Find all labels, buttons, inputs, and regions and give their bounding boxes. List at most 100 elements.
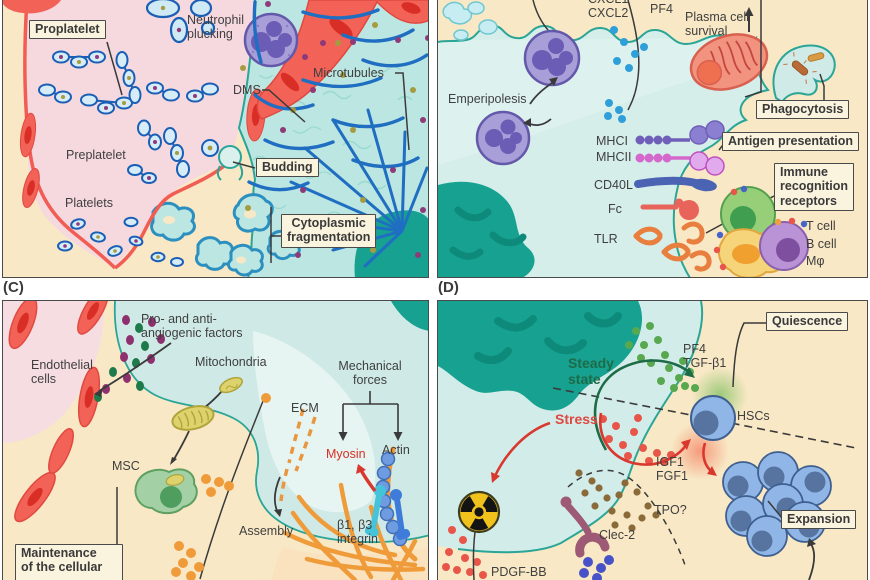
platelets [57,216,184,267]
endothelial-cells-label: Endothelial cells [31,358,93,387]
assembly-label: Assembly [239,524,294,538]
mechanical-forces-label: Mechanical forces [338,359,402,388]
microtubules-label: Microtubules [313,66,384,80]
mechanical-forces-bracket [338,391,403,441]
igf1-fgf1-label: IGF1 FGF1 [656,455,688,484]
cell-types-label: T cell B cell Mφ [806,219,837,268]
nucleus-marks [449,206,527,260]
angiogenic-factor-dots [94,315,165,402]
panel-letter-c: (C) [3,279,24,296]
cytoplasmic-fragmentation-label: Cytoplasmic fragmentation [281,214,377,248]
pointer-lines [106,41,410,263]
integrin-icon [364,485,411,540]
tlr-label: TLR [594,232,618,246]
orange-factor-dots [171,393,271,580]
cd40l-receptor-icon [634,176,717,192]
cxcl-label: CXCL1 CXCL2 [588,0,629,21]
clec2-label: Clec-2 [599,528,636,542]
mitochondria-label: Mitochondria [195,355,267,369]
plasma-cell-survival-label: Plasma cell survival [685,10,749,39]
cd40l-label: CD40L [594,178,633,192]
panel-platelet-production: Proplatelet Neutrophil plucking Microtub… [2,0,429,278]
dms-label: DMS [233,83,261,97]
budding-label: Budding [256,158,319,178]
endothelial-cells [8,301,109,523]
steady-state-label: Steady state [568,355,614,387]
panel-c-illustration [3,301,428,580]
immune-recognition-label: Immune recognition receptors [774,163,855,211]
emperipolesis-label: Emperipolesis [448,92,527,106]
pf4-label: PF4 [650,2,673,16]
myosin-label: Myosin [326,447,366,461]
tlr-receptor-icon [633,221,712,272]
platelet-granules [63,222,160,259]
maintenance-label: Maintenance of the cellular [15,544,123,580]
phagocytosis-cup [772,44,836,104]
stress-label: Stress [555,411,598,427]
quiescence-label: Quiescence [766,312,849,332]
vessel-wall-top [256,0,428,120]
panel-a-illustration [3,0,428,277]
emperipolesis-arrows [523,77,558,127]
phagocytosis-label: Phagocytosis [756,100,850,120]
granules [240,1,428,258]
mhcii-label: MHCII [596,150,632,164]
expansion-label: Expansion [781,510,857,530]
radiation-hazard-icon [457,490,501,534]
cytoplasmic-fragments [150,193,301,277]
integrin-label: β1, β3 integrin [337,518,378,547]
proplatelet-label: Proplatelet [29,20,106,40]
stress-to-radiation-arrow [491,421,551,483]
preplatelet-label: Preplatelet [66,148,126,162]
fc-receptor-icon [640,198,699,220]
proplatelets [38,50,219,184]
marrow-space-top [438,0,756,44]
msc-cell-icon [134,468,198,515]
ecm-fibers [279,408,317,502]
cytokine-dots [604,26,648,123]
survival-up-arrow-icon [744,7,754,32]
dashed-tpo-path [567,469,686,566]
pointer-lines [732,322,783,519]
clec2-receptor-icon [560,496,614,580]
antigen-presentation-label: Antigen presentation [722,132,860,152]
msc-label: MSC [112,459,140,473]
microtubules-strokes [247,0,428,192]
fc-label: Fc [608,202,622,216]
ecm-label: ECM [291,401,319,415]
stress-arrow [598,412,691,466]
panel-hsc-regulation: Steady state Stress PF4 TGF-β1 Quiescenc… [437,300,868,580]
mhci-receptor-icon [635,120,725,145]
mhcii-receptor-icon [635,151,725,176]
mitochondria-icon [171,376,243,431]
mhci-label: MHCI [596,134,628,148]
tpo-label: TPO? [654,503,687,517]
panel-letter-d: (D) [438,279,459,296]
panel-niche-support: Pro- and anti- angiogenic factors Endoth… [2,300,429,580]
stress-dots [442,414,675,579]
pdgf-bb-label: PDGF-BB [491,565,547,579]
actin-filament [375,446,418,562]
neutrophil-icon [475,29,581,166]
macrophage-icon [759,221,809,271]
platelets-label: Platelets [65,196,113,210]
hsc-cell-icon [690,395,736,441]
pf4-tgfb1-label: PF4 TGF-β1 [683,342,727,371]
myosin-arrow [356,464,377,493]
antigen-dots [713,185,808,271]
panel-immune-functions: CXCL1 CXCL2 PF4 Plasma cell survival Emp… [437,0,868,278]
steady-state-arrow [593,359,695,451]
vesicle-blobs [442,1,498,41]
hsc-expansion-arrow [702,442,717,476]
tpo-dots [575,469,660,532]
pro-anti-angiogenic-label: Pro- and anti- angiogenic factors [141,312,243,341]
steady-state-dots [625,322,699,392]
megakaryocyte-nucleus [438,301,643,411]
actin-label: Actin [382,443,410,457]
expansion-arrow [807,538,816,580]
panel-d-illustration [438,301,867,580]
nucleus-marks [474,312,622,365]
nucleus-corner [391,301,428,331]
endothelial-cells [19,88,266,208]
plasma-cell-icon [689,33,769,91]
